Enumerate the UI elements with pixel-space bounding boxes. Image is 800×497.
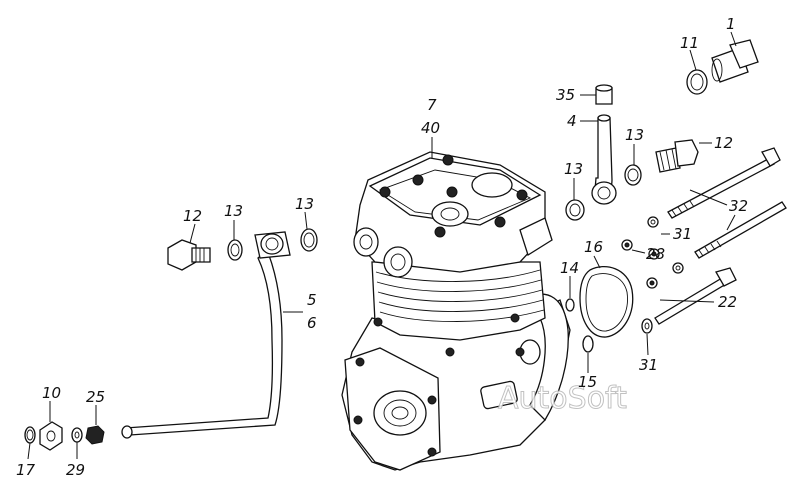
gasket-16 xyxy=(579,266,634,338)
cap-35 xyxy=(595,84,613,105)
callout-16: 16 xyxy=(584,238,603,256)
callout-28: 28 xyxy=(646,245,665,263)
banjo-bolt-12-right xyxy=(655,139,699,173)
ring-14 xyxy=(565,298,575,312)
callout-29: 29 xyxy=(66,461,85,479)
washer-31-c xyxy=(641,318,653,334)
stud-32-upper xyxy=(667,147,781,219)
callout-25: 25 xyxy=(86,388,105,406)
callout-13-left-a: 13 xyxy=(224,202,243,220)
callout-11: 11 xyxy=(680,34,699,52)
banjo-bolt-12-left xyxy=(167,239,211,271)
callout-4: 4 xyxy=(567,112,577,130)
callout-14: 14 xyxy=(560,259,579,277)
callout-15: 15 xyxy=(578,373,597,391)
callout-35: 35 xyxy=(556,86,575,104)
callout-12-left: 12 xyxy=(183,207,202,225)
callout-10: 10 xyxy=(42,384,61,402)
callout-13-mid: 13 xyxy=(564,160,583,178)
small-parts-10-17-25-29 xyxy=(24,421,105,451)
callout-17: 17 xyxy=(16,461,36,479)
callout-7: 7 xyxy=(427,96,437,114)
washer-13-right-b xyxy=(624,164,642,186)
callout-5: 5 xyxy=(307,291,317,309)
callout-40: 40 xyxy=(421,119,440,137)
pipe-4 xyxy=(591,114,617,205)
callout-1: 1 xyxy=(726,15,736,33)
washer-13-left-a xyxy=(227,239,243,261)
callout-32: 32 xyxy=(729,197,748,215)
watermark-text: AutoSoft xyxy=(498,381,627,416)
fitting-1 xyxy=(711,39,759,83)
stud-32-lower xyxy=(694,201,787,259)
washer-13-right-a xyxy=(565,199,585,221)
callout-31-bottom: 31 xyxy=(639,356,658,374)
washer-31-a xyxy=(647,216,659,228)
leader-lines xyxy=(27,31,737,460)
callout-labels: 1 11 35 4 13 12 7 40 13 32 12 13 13 16 2… xyxy=(16,15,748,479)
washer-11 xyxy=(686,69,708,95)
callout-31-top: 31 xyxy=(673,225,692,243)
callout-22: 22 xyxy=(718,293,737,311)
pipe-assembly-5-6 xyxy=(121,231,291,439)
callout-13-top: 13 xyxy=(625,126,644,144)
callout-13-left-b: 13 xyxy=(295,195,314,213)
compressor-assembly xyxy=(341,151,571,471)
ring-15 xyxy=(582,335,594,353)
washer-13-left-b xyxy=(300,228,318,252)
callout-6: 6 xyxy=(307,314,317,332)
callout-12-right: 12 xyxy=(714,134,733,152)
washer-31-b xyxy=(672,262,684,274)
